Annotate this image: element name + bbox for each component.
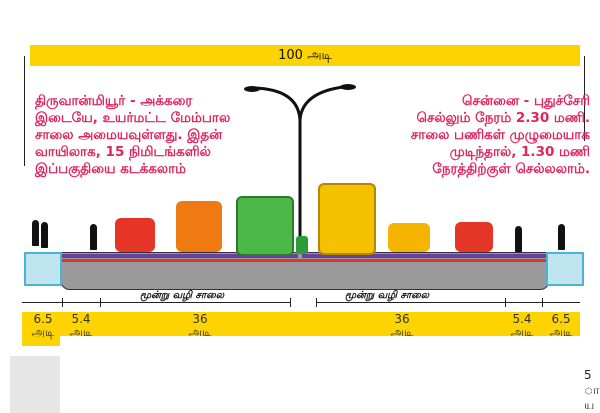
dimension-tick: [62, 298, 63, 307]
right-boundary-line: [584, 56, 585, 141]
lane-stripe: [62, 254, 298, 258]
dimension-tick: [542, 298, 543, 307]
total-width-bar: 100 அடி: [30, 45, 580, 66]
note-line: செல்லும் நேரம் 2.30 மணி.: [416, 110, 590, 126]
lane-label: மூன்று வழி சாலை: [345, 290, 430, 301]
lane-stripe: [302, 254, 546, 258]
pedestrian-icon: [90, 224, 97, 250]
edge-text: 5ாய: [584, 368, 600, 412]
note-line: முடிந்தால், 1.30 மணி: [449, 144, 590, 160]
yellow-car-icon: [388, 223, 430, 252]
pedestrian-icon: [41, 222, 48, 248]
white-overlay: [60, 336, 590, 413]
note-line: இப்பகுதியை கடக்கலாம்: [35, 161, 187, 177]
note-line: நேரத்திற்குள் செல்லலாம்.: [432, 161, 590, 177]
dimension-line: [316, 302, 580, 303]
note-line: சென்னை - புதுச்சேரி: [462, 93, 590, 109]
note-line: வாயிலாக, 15 நிமிடங்களில்: [35, 144, 211, 160]
lane-label: மூன்று வழி சாலை: [140, 290, 225, 301]
note-line: திருவான்மியூர் - அக்கரை: [35, 93, 193, 109]
left-note: திருவான்மியூர் - அக்கரை இடையே, உயர்மட்ட …: [35, 93, 230, 178]
yellow-truck-icon: [318, 183, 376, 255]
note-line: சாலை பணிகள் முழுமையாக: [410, 127, 590, 143]
left-footpath: [24, 252, 62, 286]
left-boundary-line: [24, 56, 25, 166]
dimension-tick: [290, 298, 291, 307]
dimension-tick: [505, 298, 506, 307]
pedestrian-icon: [558, 224, 565, 250]
dimension-tick: [316, 298, 317, 307]
red-car-icon: [115, 218, 155, 252]
note-line: சாலை அமையவுள்ளது. இதன்: [35, 127, 223, 143]
green-bus-icon: [236, 196, 294, 256]
orange-van-icon: [176, 201, 222, 252]
lane-stripe: [62, 259, 546, 262]
street-lamp-icon: [244, 84, 356, 255]
right-note: சென்னை - புதுச்சேரி செல்லும் நேரம் 2.30 …: [411, 93, 590, 178]
median: [296, 236, 308, 254]
dimension-tick: [100, 298, 101, 307]
dimension-line: [22, 302, 290, 303]
gray-placeholder: [10, 356, 60, 413]
pedestrian-icon: [32, 220, 39, 246]
note-line: இடையே, உயர்மட்ட மேம்பால: [35, 110, 231, 126]
pedestrian-icon: [515, 226, 522, 252]
red-car-icon: [455, 222, 493, 252]
right-footpath: [546, 252, 584, 286]
